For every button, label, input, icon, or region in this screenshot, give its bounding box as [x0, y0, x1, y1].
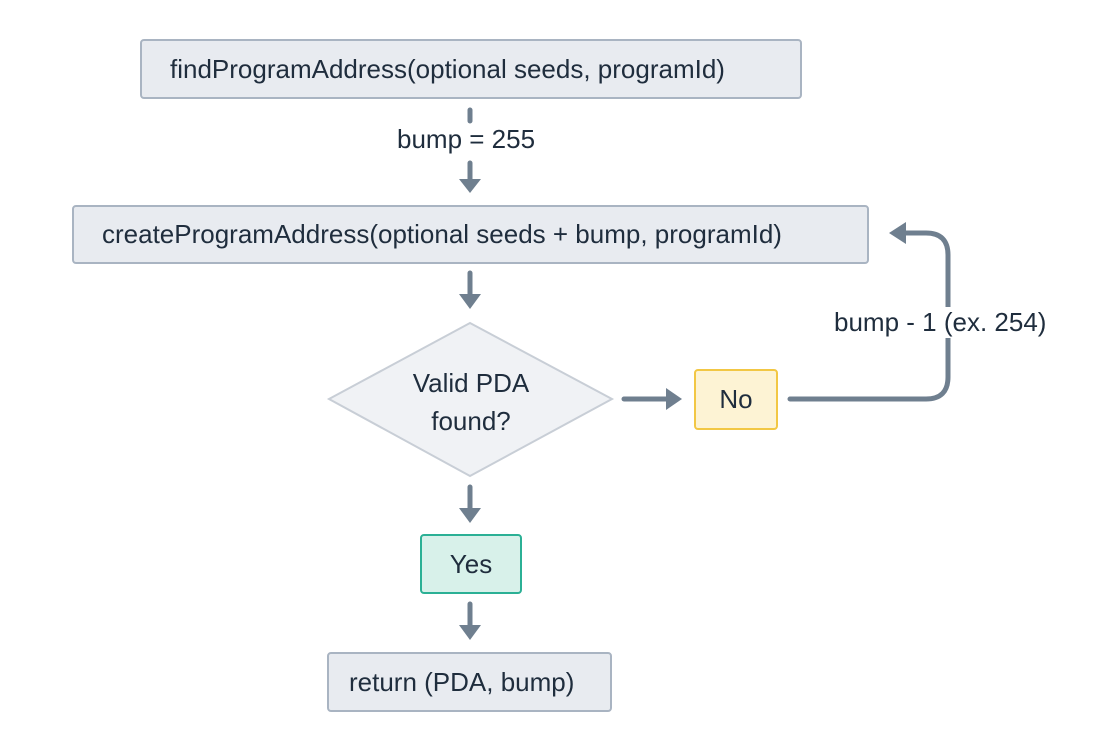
yes-label: Yes: [449, 548, 493, 579]
find-program-address-label: findProgramAddress(optional seeds, progr…: [170, 53, 725, 84]
no-node: No: [694, 369, 778, 430]
decision-label-line1: Valid PDA: [412, 368, 530, 398]
return-node: return (PDA, bump): [327, 652, 612, 712]
bump-decrement-label: bump - 1 (ex. 254): [834, 307, 1047, 338]
find-program-address-node: findProgramAddress(optional seeds, progr…: [140, 39, 802, 99]
arrowhead-decision-to-no: [666, 388, 682, 410]
arrowhead-create-to-decision: [459, 294, 481, 309]
arrowhead-bump-to-create: [459, 179, 481, 193]
decision-label: Valid PDA found?: [360, 364, 582, 440]
decision-label-line2: found?: [431, 406, 511, 436]
arrowhead-decision-to-yes: [459, 508, 481, 523]
no-label: No: [719, 384, 753, 414]
arrowhead-yes-to-return: [459, 625, 481, 640]
return-label: return (PDA, bump): [349, 666, 575, 697]
yes-node: Yes: [420, 534, 522, 594]
create-program-address-node: createProgramAddress(optional seeds + bu…: [72, 205, 869, 264]
create-program-address-label: createProgramAddress(optional seeds + bu…: [102, 219, 782, 249]
arrowhead-loop-back: [889, 222, 906, 244]
bump-init-label: bump = 255: [397, 124, 536, 155]
